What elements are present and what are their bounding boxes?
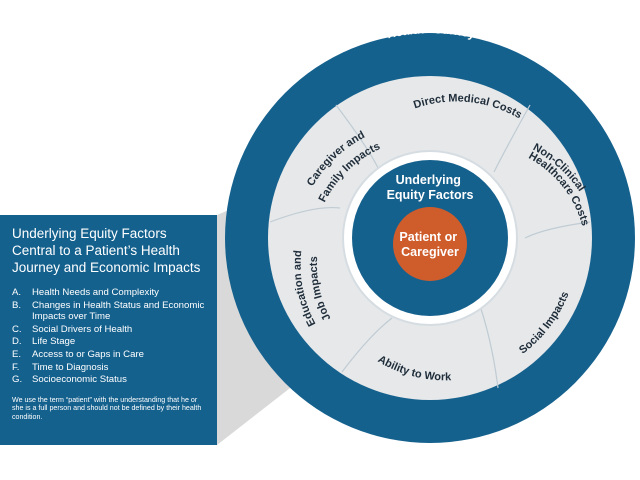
item-text: Socioeconomic Status: [32, 374, 127, 386]
equity-factors-list: A. Health Needs and Complexity B. Changes …: [12, 287, 209, 386]
item-letter: F.: [12, 361, 20, 373]
item-letter: G.: [12, 374, 23, 386]
item-text: Social Drivers of Health: [32, 323, 133, 335]
item-letter: A.: [12, 287, 22, 298]
outer-ring-label: Health Journey: [386, 22, 477, 41]
patient-term-note: We use the term “patient” with the under…: [12, 395, 202, 421]
item-letter: D.: [12, 336, 22, 348]
patient-caregiver-label: Patient or Caregiver: [399, 230, 460, 259]
item-text: Changes in Health Status and Economic Im…: [32, 299, 205, 323]
list-item: A. Health Needs and Complexity: [12, 287, 209, 299]
panel-title: Underlying Equity Factors Central to a P…: [12, 226, 201, 275]
list-item: D. Life Stage: [12, 336, 209, 348]
item-text: Life Stage: [32, 336, 76, 348]
item-letter: C.: [12, 323, 22, 335]
item-text: Time to Diagnosis: [32, 361, 109, 373]
patient-caregiver-circle: [393, 207, 467, 281]
item-letter: B.: [12, 299, 22, 311]
equity-factors-panel: Underlying Equity Factors Central to a P…: [0, 215, 217, 445]
list-item: E. Access to or Gaps in Care: [12, 349, 209, 361]
list-item: B. Changes in Health Status and Economic …: [12, 300, 209, 323]
item-text: Access to or Gaps in Care: [32, 348, 144, 360]
list-item: F. Time to Diagnosis: [12, 362, 209, 374]
item-letter: E.: [12, 348, 22, 360]
list-item: G. Socioeconomic Status: [12, 374, 209, 386]
list-item: C. Social Drivers of Health: [12, 324, 209, 336]
equity-factors-label: Underlying Equity Factors: [387, 173, 474, 202]
item-text: Health Needs and Complexity: [32, 287, 159, 298]
